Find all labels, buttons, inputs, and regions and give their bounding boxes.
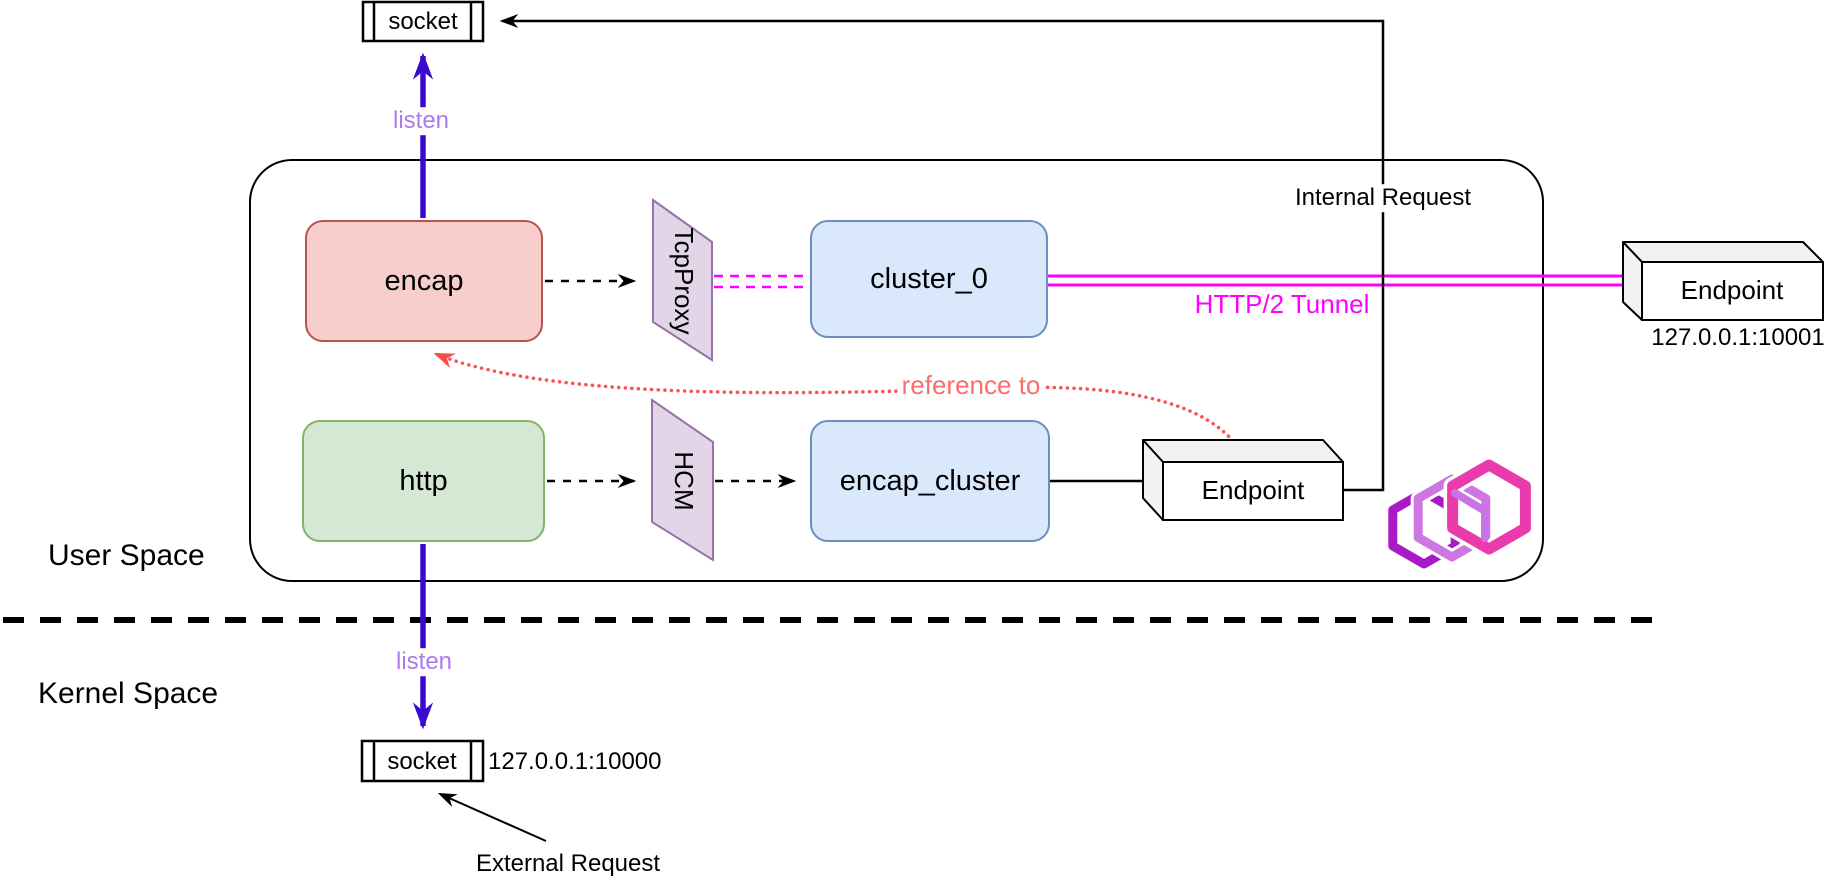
- http2-tunnel-label: HTTP/2 Tunnel: [1194, 289, 1370, 320]
- http2-tunnel-link: [1048, 274, 1623, 287]
- endpoint-external-label: Endpoint: [1680, 275, 1784, 306]
- listener-http: http: [302, 420, 545, 542]
- encap-cluster-label: encap_cluster: [839, 464, 1021, 497]
- socket-top-shape: [361, 0, 485, 43]
- listener-encap: encap: [305, 220, 543, 342]
- internal-request-line: [499, 14, 1385, 492]
- external-request-label: External Request: [475, 850, 661, 878]
- cluster-0-label: cluster_0: [870, 262, 988, 295]
- envoy-process-boundary: [249, 159, 1544, 582]
- socket-top-label: socket: [388, 8, 458, 36]
- encap-cluster-node: encap_cluster: [810, 420, 1050, 542]
- listener-http-label: http: [399, 464, 448, 497]
- socket-bottom-label: socket: [387, 748, 457, 776]
- socket-bottom-shape: [360, 739, 485, 783]
- endpoint-internal-label: Endpoint: [1201, 475, 1305, 506]
- tcpproxy-label: TcpProxy: [668, 227, 699, 335]
- listen-label-top: listen: [388, 107, 454, 135]
- socket-bottom-address: 127.0.0.1:10000: [488, 748, 662, 775]
- tcpproxy-to-cluster0-link: [714, 274, 808, 289]
- hcm-shape: [651, 398, 714, 562]
- listener-encap-label: encap: [384, 264, 464, 297]
- endpoint-external-address: 127.0.0.1:10001: [1651, 324, 1824, 352]
- endpoint-cube-external: [1622, 241, 1824, 321]
- envoy-logo: [1388, 456, 1535, 569]
- listen-label-bottom: listen: [391, 648, 457, 676]
- user-space-label: User Space: [48, 539, 205, 572]
- tcpproxy-shape: [652, 198, 713, 362]
- internal-request-label: Internal Request: [1290, 184, 1476, 212]
- reference-to-label: reference to: [897, 370, 1045, 401]
- external-request-arrow: [437, 793, 547, 842]
- hcm-label: HCM: [668, 451, 699, 511]
- kernel-space-label: Kernel Space: [38, 677, 219, 710]
- endpoint-cube-internal: [1142, 439, 1344, 521]
- cluster-0-node: cluster_0: [810, 220, 1048, 338]
